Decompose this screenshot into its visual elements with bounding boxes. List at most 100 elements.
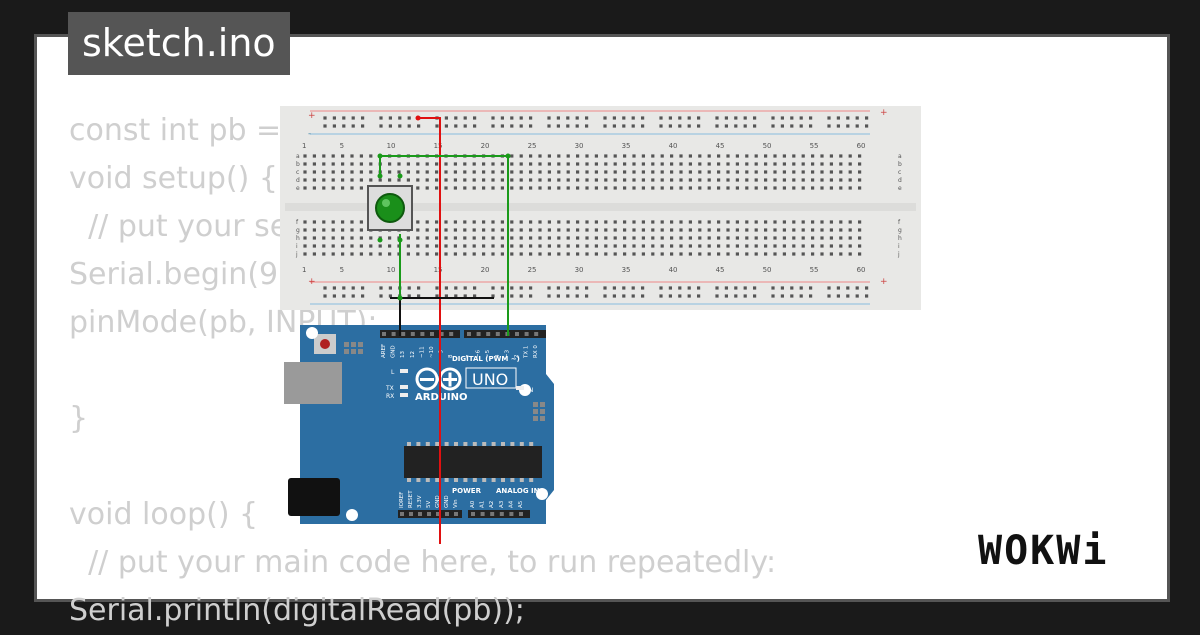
breadboard-hole[interactable] xyxy=(801,244,805,248)
breadboard-hole[interactable] xyxy=(482,244,486,248)
breadboard-hole[interactable] xyxy=(848,154,852,158)
breadboard-rail-hole[interactable] xyxy=(361,124,365,128)
breadboard-rail-hole[interactable] xyxy=(799,124,803,128)
breadboard-hole[interactable] xyxy=(425,154,429,158)
breadboard-hole[interactable] xyxy=(792,154,796,158)
breadboard-hole[interactable] xyxy=(585,244,589,248)
breadboard-hole[interactable] xyxy=(397,186,401,190)
breadboard-hole[interactable] xyxy=(801,186,805,190)
breadboard-rail-hole[interactable] xyxy=(417,294,421,298)
breadboard-hole[interactable] xyxy=(322,228,326,232)
breadboard-hole[interactable] xyxy=(369,154,373,158)
breadboard-rail-hole[interactable] xyxy=(417,286,421,290)
breadboard-hole[interactable] xyxy=(350,236,354,240)
breadboard-hole[interactable] xyxy=(388,154,392,158)
breadboard-hole[interactable] xyxy=(717,170,721,174)
breadboard-hole[interactable] xyxy=(312,178,316,182)
breadboard-hole[interactable] xyxy=(839,162,843,166)
breadboard-hole[interactable] xyxy=(557,244,561,248)
breadboard-hole[interactable] xyxy=(444,178,448,182)
breadboard-rail-hole[interactable] xyxy=(790,286,794,290)
breadboard-hole[interactable] xyxy=(388,178,392,182)
breadboard-hole[interactable] xyxy=(416,170,420,174)
breadboard-rail-hole[interactable] xyxy=(641,124,645,128)
breadboard-hole[interactable] xyxy=(388,220,392,224)
breadboard-hole[interactable] xyxy=(566,186,570,190)
breadboard-hole[interactable] xyxy=(331,228,335,232)
breadboard-hole[interactable] xyxy=(500,162,504,166)
breadboard-hole[interactable] xyxy=(331,170,335,174)
breadboard-hole[interactable] xyxy=(444,220,448,224)
breadboard-hole[interactable] xyxy=(406,154,410,158)
breadboard-hole[interactable] xyxy=(547,154,551,158)
breadboard-hole[interactable] xyxy=(491,244,495,248)
breadboard-hole[interactable] xyxy=(453,178,457,182)
breadboard-rail-hole[interactable] xyxy=(444,294,448,298)
breadboard-hole[interactable] xyxy=(858,178,862,182)
breadboard-rail-hole[interactable] xyxy=(827,116,831,120)
breadboard-hole[interactable] xyxy=(322,178,326,182)
breadboard-hole[interactable] xyxy=(303,162,307,166)
breadboard-rail-hole[interactable] xyxy=(407,116,411,120)
breadboard-hole[interactable] xyxy=(557,154,561,158)
breadboard-hole[interactable] xyxy=(651,178,655,182)
breadboard-hole[interactable] xyxy=(585,252,589,256)
breadboard-hole[interactable] xyxy=(472,178,476,182)
breadboard-hole[interactable] xyxy=(369,252,373,256)
breadboard-hole[interactable] xyxy=(670,170,674,174)
breadboard-hole[interactable] xyxy=(369,162,373,166)
breadboard-hole[interactable] xyxy=(829,228,833,232)
breadboard-rail-hole[interactable] xyxy=(734,124,738,128)
breadboard-rail-hole[interactable] xyxy=(780,286,784,290)
breadboard-hole[interactable] xyxy=(660,170,664,174)
breadboard-rail-hole[interactable] xyxy=(790,294,794,298)
breadboard-rail-hole[interactable] xyxy=(753,124,757,128)
breadboard-hole[interactable] xyxy=(773,236,777,240)
breadboard-rail-hole[interactable] xyxy=(836,294,840,298)
breadboard-rail-hole[interactable] xyxy=(332,286,336,290)
breadboard-rail-hole[interactable] xyxy=(790,116,794,120)
breadboard-hole[interactable] xyxy=(839,228,843,232)
breadboard-hole[interactable] xyxy=(369,186,373,190)
breadboard-rail-hole[interactable] xyxy=(388,294,392,298)
breadboard-hole[interactable] xyxy=(312,236,316,240)
breadboard-hole[interactable] xyxy=(435,244,439,248)
breadboard-hole[interactable] xyxy=(707,228,711,232)
breadboard-rail-hole[interactable] xyxy=(659,294,663,298)
breadboard-hole[interactable] xyxy=(688,186,692,190)
breadboard-hole[interactable] xyxy=(623,228,627,232)
breadboard-hole[interactable] xyxy=(726,186,730,190)
breadboard-hole[interactable] xyxy=(707,178,711,182)
breadboard-hole[interactable] xyxy=(623,186,627,190)
breadboard-hole[interactable] xyxy=(594,228,598,232)
breadboard-rail-hole[interactable] xyxy=(585,124,589,128)
breadboard-hole[interactable] xyxy=(651,170,655,174)
breadboard-hole[interactable] xyxy=(557,186,561,190)
breadboard-rail-hole[interactable] xyxy=(855,286,859,290)
breadboard-hole[interactable] xyxy=(416,186,420,190)
breadboard-hole[interactable] xyxy=(331,186,335,190)
breadboard-hole[interactable] xyxy=(341,220,345,224)
breadboard-hole[interactable] xyxy=(388,228,392,232)
breadboard-hole[interactable] xyxy=(698,186,702,190)
breadboard-hole[interactable] xyxy=(472,236,476,240)
breadboard-rail-hole[interactable] xyxy=(715,124,719,128)
breadboard-rail-hole[interactable] xyxy=(855,124,859,128)
breadboard-hole[interactable] xyxy=(717,178,721,182)
breadboard-rail-hole[interactable] xyxy=(575,124,579,128)
breadboard-hole[interactable] xyxy=(679,236,683,240)
breadboard-hole[interactable] xyxy=(388,170,392,174)
breadboard-hole[interactable] xyxy=(369,170,373,174)
breadboard-hole[interactable] xyxy=(764,154,768,158)
header-pin[interactable] xyxy=(476,332,481,336)
breadboard-hole[interactable] xyxy=(811,228,815,232)
breadboard-hole[interactable] xyxy=(641,236,645,240)
breadboard-hole[interactable] xyxy=(566,170,570,174)
breadboard-rail-hole[interactable] xyxy=(351,294,355,298)
breadboard-hole[interactable] xyxy=(604,170,608,174)
breadboard-hole[interactable] xyxy=(811,178,815,182)
breadboard-rail-hole[interactable] xyxy=(510,294,514,298)
breadboard-rail-hole[interactable] xyxy=(865,124,869,128)
breadboard-hole[interactable] xyxy=(482,154,486,158)
breadboard-hole[interactable] xyxy=(782,220,786,224)
